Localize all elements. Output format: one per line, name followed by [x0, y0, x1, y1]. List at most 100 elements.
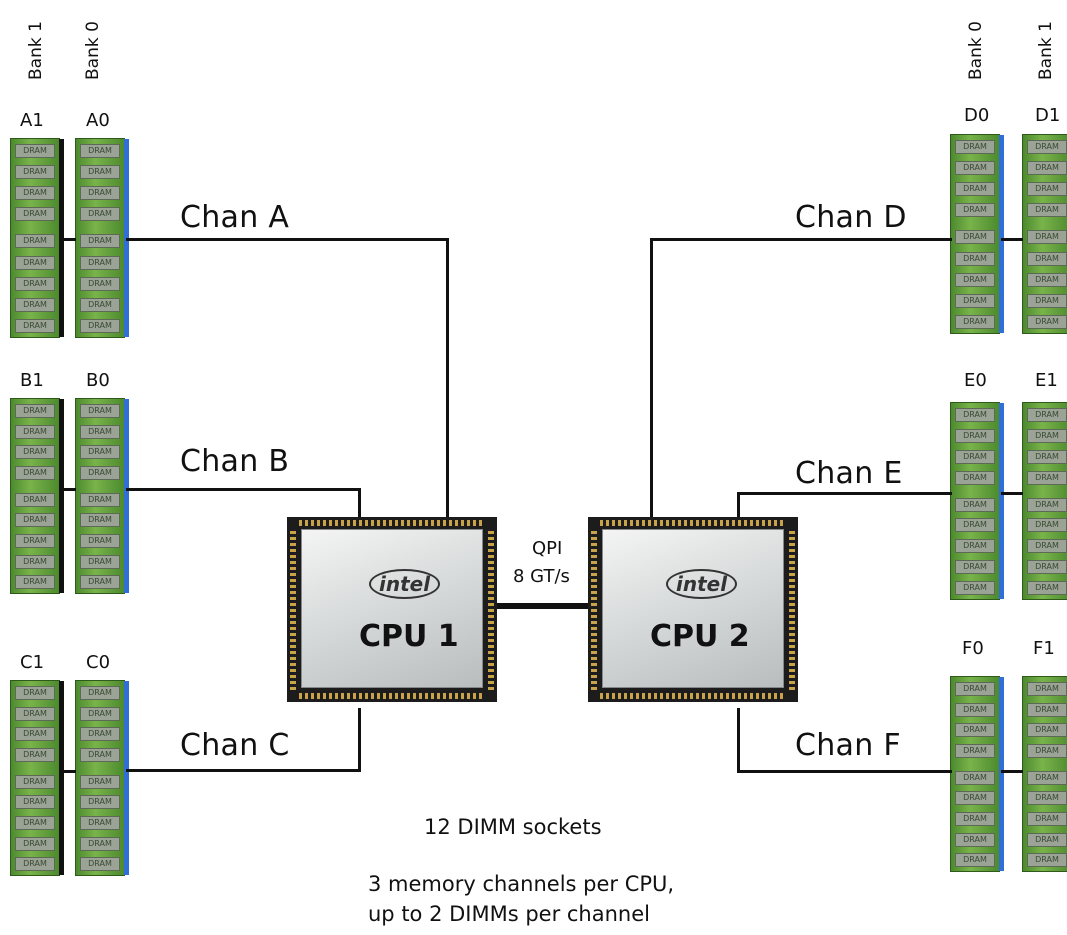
bank-link-a: [60, 238, 76, 241]
cpu-2-intel-logo: intel: [666, 569, 738, 599]
chan-f-line-v: [737, 708, 740, 773]
slot-label-a0: A0: [86, 110, 110, 131]
slot-label-d0: D0: [964, 105, 990, 126]
slot-label-f0: F0: [962, 638, 984, 659]
dram-chip: DRAM: [80, 297, 120, 312]
qpi-link: [495, 603, 605, 609]
dram-chip: DRAM: [15, 144, 55, 158]
chan-e-line-v: [737, 492, 740, 520]
dram-chip: DRAM: [15, 795, 55, 810]
chan-e-label: Chan E: [795, 456, 903, 491]
slot-label-b1: B1: [20, 370, 44, 391]
dram-chip: DRAM: [955, 518, 995, 533]
dram-chip: DRAM: [80, 207, 120, 222]
dimm-edge-connector: [124, 399, 129, 593]
slot-label-f1: F1: [1033, 638, 1055, 659]
dram-chip: DRAM: [80, 686, 120, 700]
dram-chip: DRAM: [80, 318, 120, 333]
dram-chip: DRAM: [80, 795, 120, 810]
dram-chip: DRAM: [955, 497, 995, 512]
dram-chip: DRAM: [955, 853, 995, 868]
dram-chip: DRAM: [1027, 230, 1067, 245]
slot-label-b0: B0: [86, 370, 110, 391]
chan-a-line-v: [446, 238, 449, 520]
dram-chip: DRAM: [15, 748, 55, 762]
dram-chip: DRAM: [955, 812, 995, 826]
dram-chip: DRAM: [955, 770, 995, 785]
bank-1-label-right: Bank 1: [1036, 21, 1056, 80]
dram-chip: DRAM: [15, 706, 55, 721]
dimm-edge-connector: [999, 135, 1004, 333]
dram-chip: DRAM: [80, 424, 120, 439]
dram-chip: DRAM: [955, 230, 995, 245]
channels-note-line2: up to 2 DIMMs per channel: [368, 902, 650, 926]
cpu-1: intel CPU 1: [287, 517, 497, 702]
dram-chip: DRAM: [15, 513, 55, 528]
cpu-1-pins-right: [488, 529, 494, 690]
dram-chip: DRAM: [1027, 702, 1067, 717]
dram-chip: DRAM: [1027, 744, 1067, 758]
dram-chip: DRAM: [15, 276, 55, 291]
dram-chip: DRAM: [1027, 470, 1067, 485]
dram-chip: DRAM: [1027, 314, 1067, 329]
dram-chip: DRAM: [1027, 791, 1067, 806]
dram-chip: DRAM: [15, 774, 55, 789]
dram-chip: DRAM: [15, 857, 55, 872]
dram-chip: DRAM: [1027, 408, 1067, 422]
chan-b-line-v: [358, 488, 361, 520]
dram-chip: DRAM: [15, 836, 55, 851]
dram-chip: DRAM: [955, 723, 995, 738]
dram-chip: DRAM: [15, 186, 55, 201]
chan-f-line-h: [737, 770, 952, 773]
bank-link-f: [1001, 770, 1023, 773]
slot-label-e1: E1: [1035, 370, 1058, 391]
dram-chip: DRAM: [80, 404, 120, 418]
dimm-edge-connector: [59, 399, 64, 593]
qpi-speed: 8 GT/s: [513, 566, 570, 587]
dram-chip: DRAM: [80, 492, 120, 507]
slot-label-c1: C1: [20, 652, 45, 673]
dram-chip: DRAM: [1027, 203, 1067, 218]
dram-chip: DRAM: [1027, 428, 1067, 443]
dram-chip: DRAM: [955, 182, 995, 197]
chan-a-line-h: [126, 238, 448, 241]
bank-link-d: [1001, 238, 1023, 241]
dram-chip: DRAM: [80, 748, 120, 762]
cpu-2-name: CPU 2: [650, 619, 750, 654]
dram-chip: DRAM: [15, 404, 55, 418]
cpu-2-pins-top: [600, 520, 786, 526]
dram-chip: DRAM: [1027, 497, 1067, 512]
dram-chip: DRAM: [1027, 560, 1067, 575]
dram-chip: DRAM: [955, 560, 995, 575]
chan-c-line-h: [126, 769, 360, 772]
dram-chip: DRAM: [15, 297, 55, 312]
dram-chip: DRAM: [955, 140, 995, 154]
dram-chip: DRAM: [955, 744, 995, 758]
bank-1-label-left: Bank 1: [26, 21, 46, 80]
dram-chip: DRAM: [80, 144, 120, 158]
dram-chip: DRAM: [80, 836, 120, 851]
dram-chip: DRAM: [15, 255, 55, 270]
bank-link-e: [1001, 492, 1023, 495]
dimm-edge-connector: [59, 681, 64, 875]
dram-chip: DRAM: [1027, 272, 1067, 287]
dram-chip: DRAM: [15, 445, 55, 460]
dram-chip: DRAM: [1027, 140, 1067, 154]
cpu-1-name: CPU 1: [359, 619, 459, 654]
dram-chip: DRAM: [80, 857, 120, 872]
dram-chip: DRAM: [955, 272, 995, 287]
chan-a-label: Chan A: [180, 200, 290, 235]
cpu-1-intel-logo: intel: [369, 569, 441, 599]
dram-chip: DRAM: [1027, 682, 1067, 696]
dram-chip: DRAM: [15, 492, 55, 507]
cpu-2-pins-bottom: [600, 693, 786, 699]
dram-chip: DRAM: [1027, 518, 1067, 533]
chan-c-line-v: [358, 708, 361, 772]
dram-chip: DRAM: [80, 445, 120, 460]
dram-chip: DRAM: [15, 686, 55, 700]
